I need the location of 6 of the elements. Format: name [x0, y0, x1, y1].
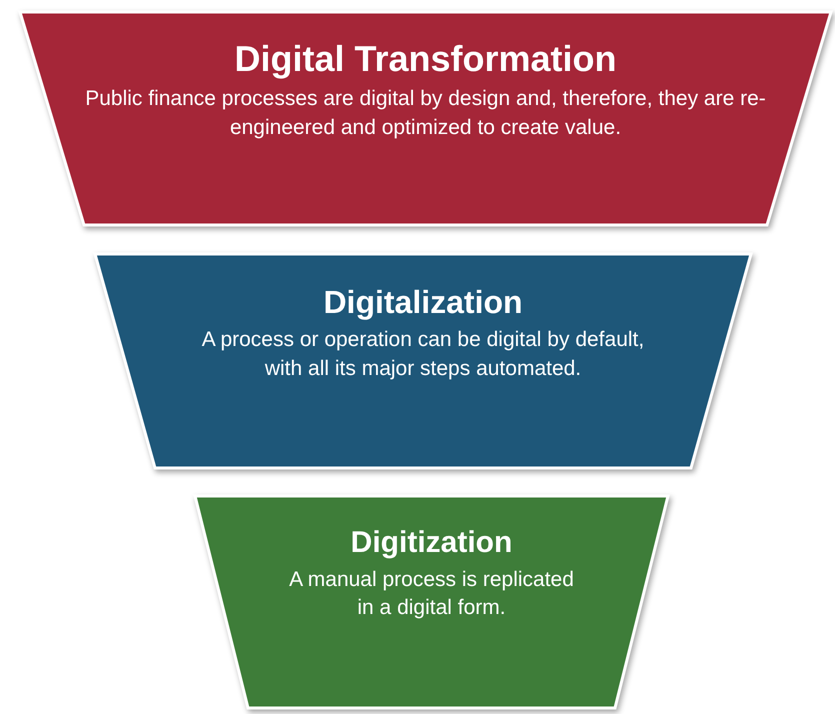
band-description: A process or operation can be digital by default, with all its major steps automated. — [200, 327, 646, 382]
band-title: Digital Transformation — [234, 37, 617, 81]
band-description: Public finance processes are digital by design and, therefore, they are re-engineered and optimized to create value. — [84, 86, 767, 141]
band-description: A manual process is replicated in a digital form. — [288, 566, 575, 622]
band-title: Digitalization — [323, 283, 523, 322]
band-title: Digitization — [350, 525, 512, 561]
